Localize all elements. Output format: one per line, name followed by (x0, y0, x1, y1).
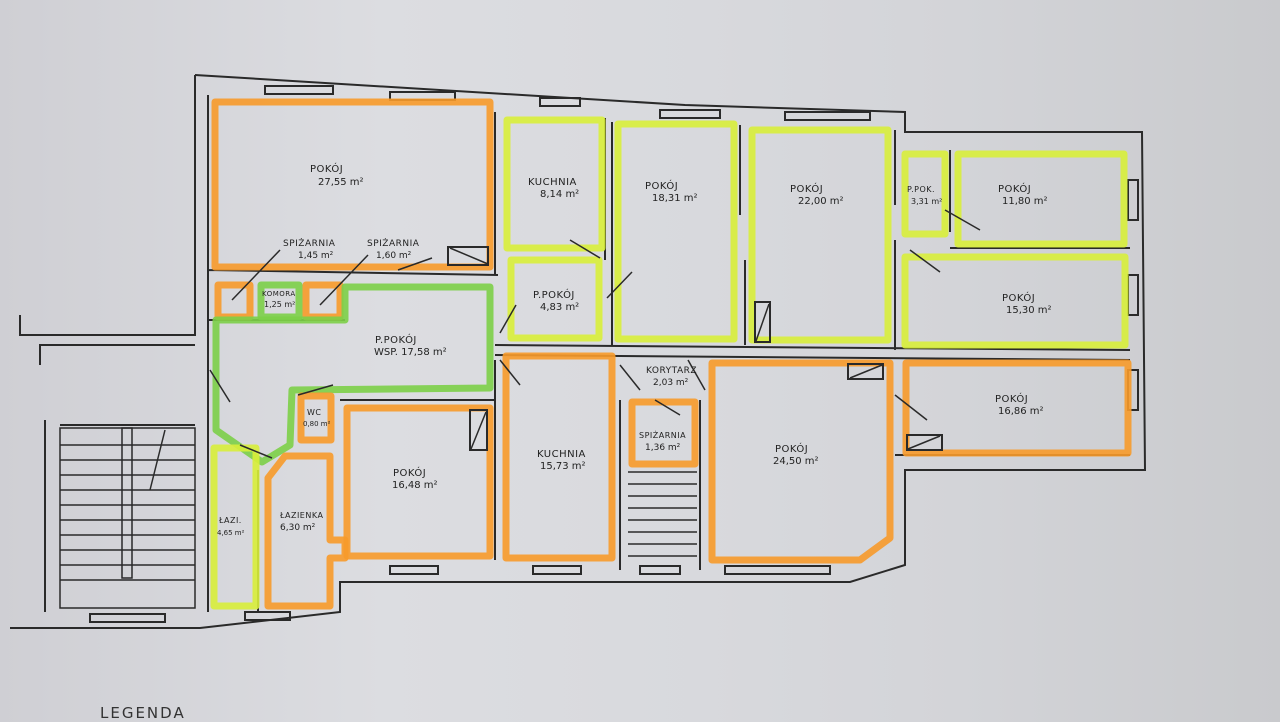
svg-text:ŁAZIENKA: ŁAZIENKA (279, 511, 323, 520)
svg-text:1,36 m²: 1,36 m² (645, 443, 681, 453)
room-spizarnia-1-45 (214, 281, 254, 321)
svg-text:1,25 m²: 1,25 m² (264, 300, 295, 309)
svg-text:POKÓJ: POKÓJ (995, 392, 1028, 405)
label-korytarz-2-03: KORYTARZ 2,03 m² (646, 366, 697, 388)
staircase-left (59, 427, 196, 609)
svg-text:0,80 m²: 0,80 m² (303, 420, 331, 428)
svg-text:4,65 m²: 4,65 m² (217, 529, 245, 537)
svg-text:15,73 m²: 15,73 m² (540, 461, 586, 472)
svg-text:18,31 m²: 18,31 m² (652, 193, 698, 204)
svg-text:27,55 m²: 27,55 m² (318, 177, 364, 188)
svg-text:4,83 m²: 4,83 m² (540, 302, 579, 313)
outer-wall (10, 74, 1147, 629)
svg-text:P.POK.: P.POK. (907, 185, 935, 194)
svg-text:KOMORA: KOMORA (262, 290, 296, 298)
door-swings (209, 209, 981, 459)
svg-text:P.POKÓJ: P.POKÓJ (533, 288, 575, 301)
room-pokoj-22-00 (748, 126, 892, 344)
svg-text:2,03 m²: 2,03 m² (653, 378, 689, 388)
room-kuchnia-8-14 (503, 116, 606, 252)
svg-text:SPIŻARNIA: SPIŻARNIA (367, 238, 420, 249)
svg-text:WC: WC (307, 408, 322, 417)
label-komora-1-25: KOMORA 1,25 m² (262, 290, 296, 309)
svg-text:6,30 m²: 6,30 m² (280, 523, 316, 533)
svg-text:KUCHNIA: KUCHNIA (528, 177, 577, 188)
label-p-pok-3-31: P.POK. 3,31 m² (907, 185, 942, 206)
staircase-middle (628, 471, 697, 557)
svg-text:3,31 m²: 3,31 m² (911, 197, 942, 206)
svg-text:1,45 m²: 1,45 m² (298, 251, 334, 261)
room-wc-0-80 (297, 392, 335, 444)
room-spizarnia-1-36 (628, 398, 699, 468)
label-lazi-4-65: ŁAZI. 4,65 m² (217, 516, 245, 537)
label-spizarnia-1-36: SPIŻARNIA 1,36 m² (639, 430, 686, 453)
room-p-pokoj-wsp-17-58 (212, 283, 494, 466)
svg-text:1,60 m²: 1,60 m² (376, 251, 412, 261)
svg-text:WSP. 17,58 m²: WSP. 17,58 m² (374, 347, 447, 358)
svg-text:ŁAZI.: ŁAZI. (218, 516, 242, 525)
svg-text:POKÓJ: POKÓJ (1002, 291, 1035, 304)
label-lazienka-6-30: ŁAZIENKA 6,30 m² (279, 511, 323, 533)
label-spizarnia-1-60: SPIŻARNIA 1,60 m² (367, 238, 420, 261)
room-p-pokoj-4-83 (507, 256, 603, 342)
room-pokoj-16-48 (343, 404, 494, 560)
room-kuchnia-15-73 (502, 352, 616, 562)
svg-text:POKÓJ: POKÓJ (998, 182, 1031, 195)
room-pokoj-11-80 (954, 150, 1128, 248)
svg-text:KORYTARZ: KORYTARZ (646, 366, 697, 376)
svg-text:POKÓJ: POKÓJ (393, 466, 426, 479)
svg-text:POKÓJ: POKÓJ (310, 162, 343, 175)
svg-text:POKÓJ: POKÓJ (790, 182, 823, 195)
room-pokoj-16-86 (902, 359, 1132, 457)
svg-text:8,14 m²: 8,14 m² (540, 189, 579, 200)
svg-text:POKÓJ: POKÓJ (645, 179, 678, 192)
svg-text:P.POKÓJ: P.POKÓJ (375, 333, 417, 346)
svg-text:11,80 m²: 11,80 m² (1002, 196, 1048, 207)
room-pokoj-18-31 (614, 120, 738, 343)
room-pokoj-27-55 (211, 98, 494, 271)
legend-heading: LEGENDA (100, 704, 186, 722)
label-pokoj-27-55: POKÓJ 27,55 m² (310, 162, 364, 188)
label-wc-0-80: WC 0,80 m² (303, 408, 331, 428)
room-pokoj-15-30 (901, 253, 1129, 349)
room-lazi-4-65 (210, 444, 260, 610)
room-p-pok-3-31 (901, 150, 949, 238)
svg-text:15,30 m²: 15,30 m² (1006, 305, 1052, 316)
svg-text:SPIŻARNIA: SPIŻARNIA (639, 430, 686, 440)
label-spizarnia-1-45: SPIŻARNIA 1,45 m² (283, 238, 336, 261)
svg-text:24,50 m²: 24,50 m² (773, 456, 819, 467)
svg-text:KUCHNIA: KUCHNIA (537, 449, 586, 460)
svg-text:16,48 m²: 16,48 m² (392, 480, 438, 491)
svg-text:22,00 m²: 22,00 m² (798, 196, 844, 207)
room-outlines (210, 98, 1132, 610)
svg-text:SPIŻARNIA: SPIŻARNIA (283, 238, 336, 249)
svg-text:16,86 m²: 16,86 m² (998, 406, 1044, 417)
svg-text:POKÓJ: POKÓJ (775, 442, 808, 455)
